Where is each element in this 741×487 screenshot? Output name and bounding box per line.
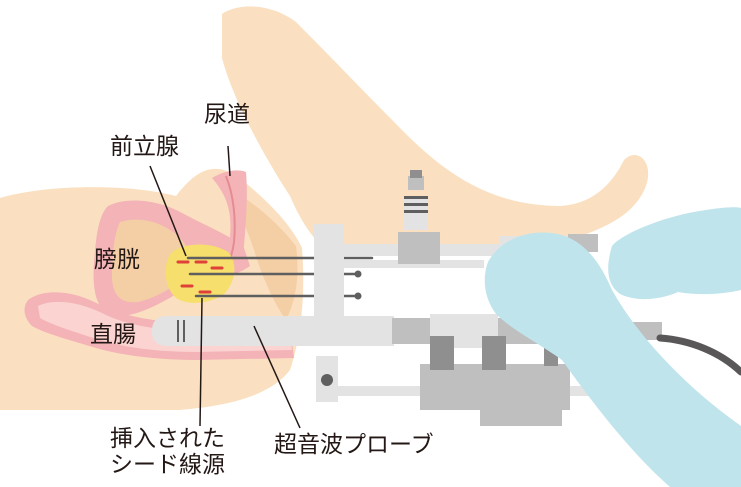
stepper-clamp [430, 336, 454, 370]
upper-glove-hand [608, 207, 741, 300]
seeds-label-line-1: 挿入された [110, 426, 225, 452]
thigh-shape [222, 6, 649, 254]
driver-cap [408, 176, 424, 190]
stepper-knob [321, 374, 333, 386]
stepper-foot [480, 402, 562, 426]
probe-shaft [168, 316, 394, 346]
needle-driver-block [398, 232, 440, 264]
driver-knob-icon [404, 196, 428, 213]
leader-lines [149, 145, 301, 429]
implanted-seeds [176, 260, 224, 294]
bladder-label: 膀胱 [94, 247, 140, 273]
needle-hub [354, 270, 362, 278]
probe-tip [152, 316, 168, 346]
template-post [314, 224, 344, 334]
ultrasound-probe-label: 超音波プローブ [274, 432, 434, 458]
stepper-clamp [482, 336, 506, 370]
driver-cap-top [410, 170, 422, 178]
needle-hub [354, 292, 362, 300]
lower-glove-hand [484, 232, 741, 487]
rectum-label: 直腸 [90, 322, 136, 348]
seeds-label-line-2: シード線源 [110, 452, 225, 479]
implanted-seeds-label: 挿入された シード線源 [110, 426, 225, 479]
prostate-label: 前立腺 [110, 134, 179, 160]
urethra-tube [212, 170, 247, 282]
urethra-label: 尿道 [204, 102, 250, 128]
probe-cable [656, 334, 741, 376]
